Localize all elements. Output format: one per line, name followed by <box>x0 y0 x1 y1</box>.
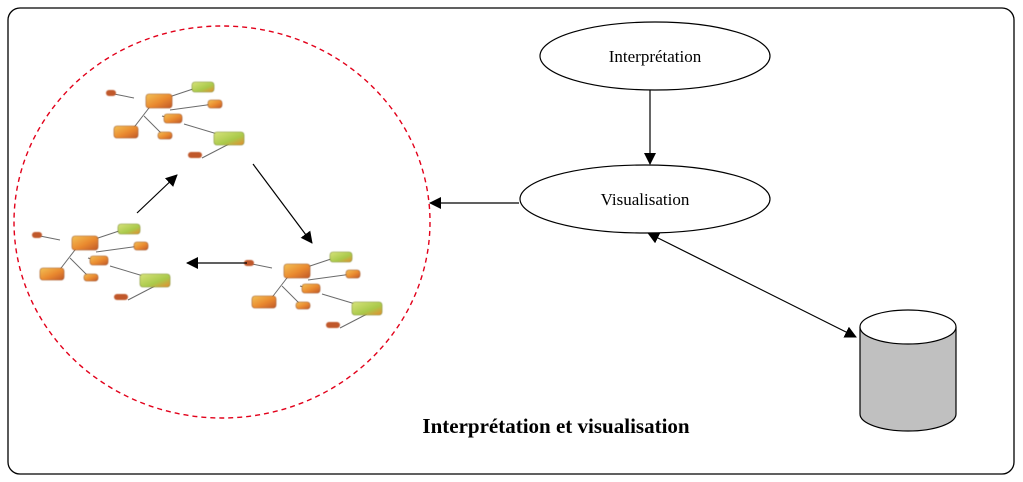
graph-top <box>106 82 244 158</box>
node-interpretation-ellipse <box>539 21 771 91</box>
node-visualisation-label: Visualisation <box>601 190 690 209</box>
arrow-left-to-top <box>136 174 178 214</box>
arrow-top-to-right <box>252 163 313 244</box>
diagram-frame <box>7 7 1015 475</box>
graph-right <box>244 252 382 328</box>
diagram-caption: Interprétation et visualisation <box>422 414 689 438</box>
node-interpretation-label: Interprétation <box>609 47 702 66</box>
node-visualisation: Visualisation <box>519 164 771 234</box>
node-interpretation: Interprétation <box>539 21 771 91</box>
graph-left <box>32 224 170 300</box>
arrow-visualisation-database <box>647 232 857 338</box>
database-icon <box>859 309 957 432</box>
node-visualisation-ellipse <box>519 164 771 234</box>
graph-cluster-circle <box>13 25 431 419</box>
